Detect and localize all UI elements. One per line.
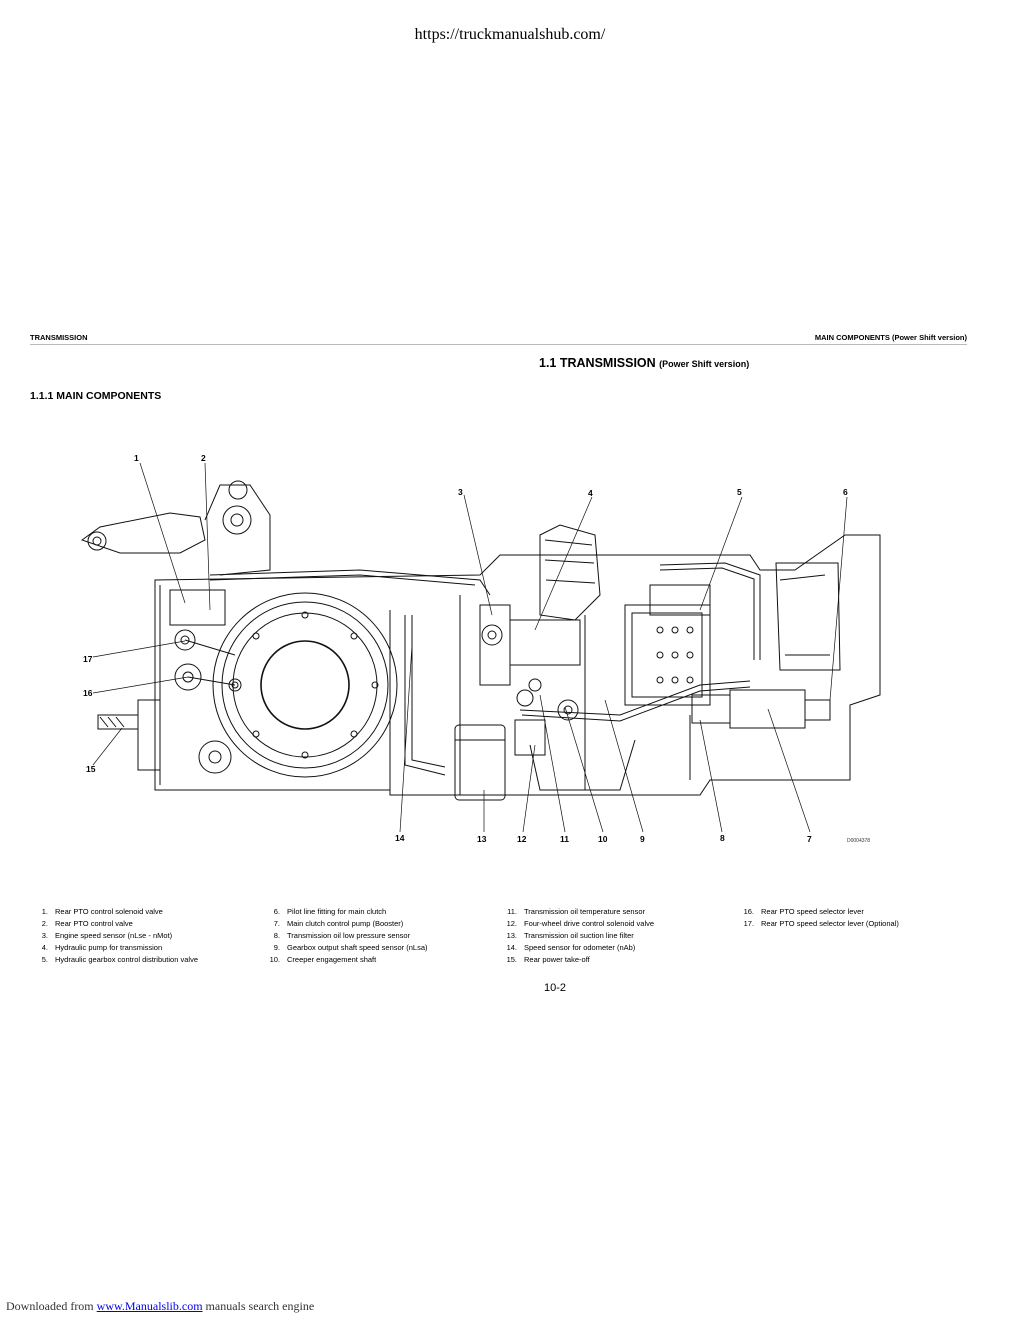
- legend-item: 6.Pilot line fitting for main clutch: [273, 907, 387, 916]
- footer-prefix: Downloaded from: [6, 1299, 97, 1313]
- rear-flange: [212, 592, 398, 778]
- callout-13: 13: [477, 834, 487, 844]
- section-title-main: 1.1 TRANSMISSION: [539, 356, 656, 370]
- callout-7: 7: [807, 834, 812, 844]
- callout-5: 5: [737, 487, 742, 497]
- legend-item: 13.Transmission oil suction line filter: [506, 931, 634, 940]
- callout-14: 14: [395, 833, 405, 843]
- legend-item: 9.Gearbox output shaft speed sensor (nLs…: [273, 943, 428, 952]
- footer-suffix: manuals search engine: [202, 1299, 315, 1313]
- booster-pump: [691, 689, 831, 729]
- running-header-left: TRANSMISSION: [30, 333, 88, 342]
- legend-item: 3.Engine speed sensor (nLse - nMot): [41, 931, 173, 940]
- callout-3: 3: [458, 487, 463, 497]
- legend-item: 17.Rear PTO speed selector lever (Option…: [743, 919, 899, 928]
- callout-4: 4: [588, 488, 593, 498]
- callout-15: 15: [86, 764, 96, 774]
- callout-2: 2: [201, 453, 206, 463]
- legend-column-3: 11.Transmission oil temperature sensor 1…: [499, 906, 729, 966]
- callout-17: 17: [83, 654, 93, 664]
- manualslib-link[interactable]: www.Manualslib.com: [96, 1299, 203, 1313]
- legend-item: 15.Rear power take-off: [506, 955, 590, 964]
- callout-12: 12: [517, 834, 527, 844]
- legend-item: 8.Transmission oil low pressure sensor: [273, 931, 411, 940]
- callout-6: 6: [843, 487, 848, 497]
- callout-10: 10: [598, 834, 608, 844]
- lift-arm: [80, 480, 271, 576]
- legend-item: 11.Transmission oil temperature sensor: [507, 907, 646, 916]
- legend-item: 7.Main clutch control pump (Booster): [273, 919, 404, 928]
- subsection-title: 1.1.1 MAIN COMPONENTS: [30, 390, 162, 402]
- control-valve: [624, 584, 711, 706]
- legend-item: 14.Speed sensor for odometer (nAb): [506, 943, 636, 952]
- callout-8: 8: [720, 833, 725, 843]
- legend-column-4: 16.Rear PTO speed selector lever 17.Rear…: [736, 906, 966, 930]
- download-footer: Downloaded from www.Manualslib.com manua…: [6, 1299, 314, 1314]
- running-header-right: MAIN COMPONENTS (Power Shift version): [814, 333, 967, 342]
- suction-filter: [454, 678, 579, 801]
- header-rule: [30, 344, 967, 345]
- legend-item: 12.Four-wheel drive control solenoid val…: [506, 919, 655, 928]
- hydraulic-lines: [209, 562, 761, 791]
- callout-1: 1: [134, 453, 139, 463]
- legend-item: 2.Rear PTO control valve: [41, 919, 133, 928]
- page-number: 10-2: [543, 982, 567, 994]
- transmission-housing: [154, 534, 881, 796]
- callout-11: 11: [560, 834, 569, 844]
- legend-column-1: 1.Rear PTO control solenoid valve 2.Rear…: [30, 906, 260, 966]
- callout-9: 9: [640, 834, 645, 844]
- leader-lines: [92, 462, 848, 833]
- legend-item: 5.Hydraulic gearbox control distribution…: [41, 955, 198, 964]
- pto-cover: [97, 589, 242, 774]
- hydraulic-pump: [479, 524, 601, 686]
- legend-item: 4.Hydraulic pump for transmission: [41, 943, 163, 952]
- transmission-drawing: [80, 462, 881, 833]
- callout-16: 16: [83, 688, 93, 698]
- drawing-code: D0004378: [847, 838, 871, 844]
- legend-item: 16.Rear PTO speed selector lever: [743, 907, 864, 916]
- section-title-sub: (Power Shift version): [659, 359, 750, 369]
- source-url: https://truckmanualshub.com/: [414, 26, 606, 43]
- legend-item: 10.Creeper engagement shaft: [269, 955, 377, 964]
- section-title: 1.1 TRANSMISSION (Power Shift version): [539, 356, 749, 370]
- legend-item: 1.Rear PTO control solenoid valve: [41, 907, 163, 916]
- legend-column-2: 6.Pilot line fitting for main clutch 7.M…: [262, 906, 492, 966]
